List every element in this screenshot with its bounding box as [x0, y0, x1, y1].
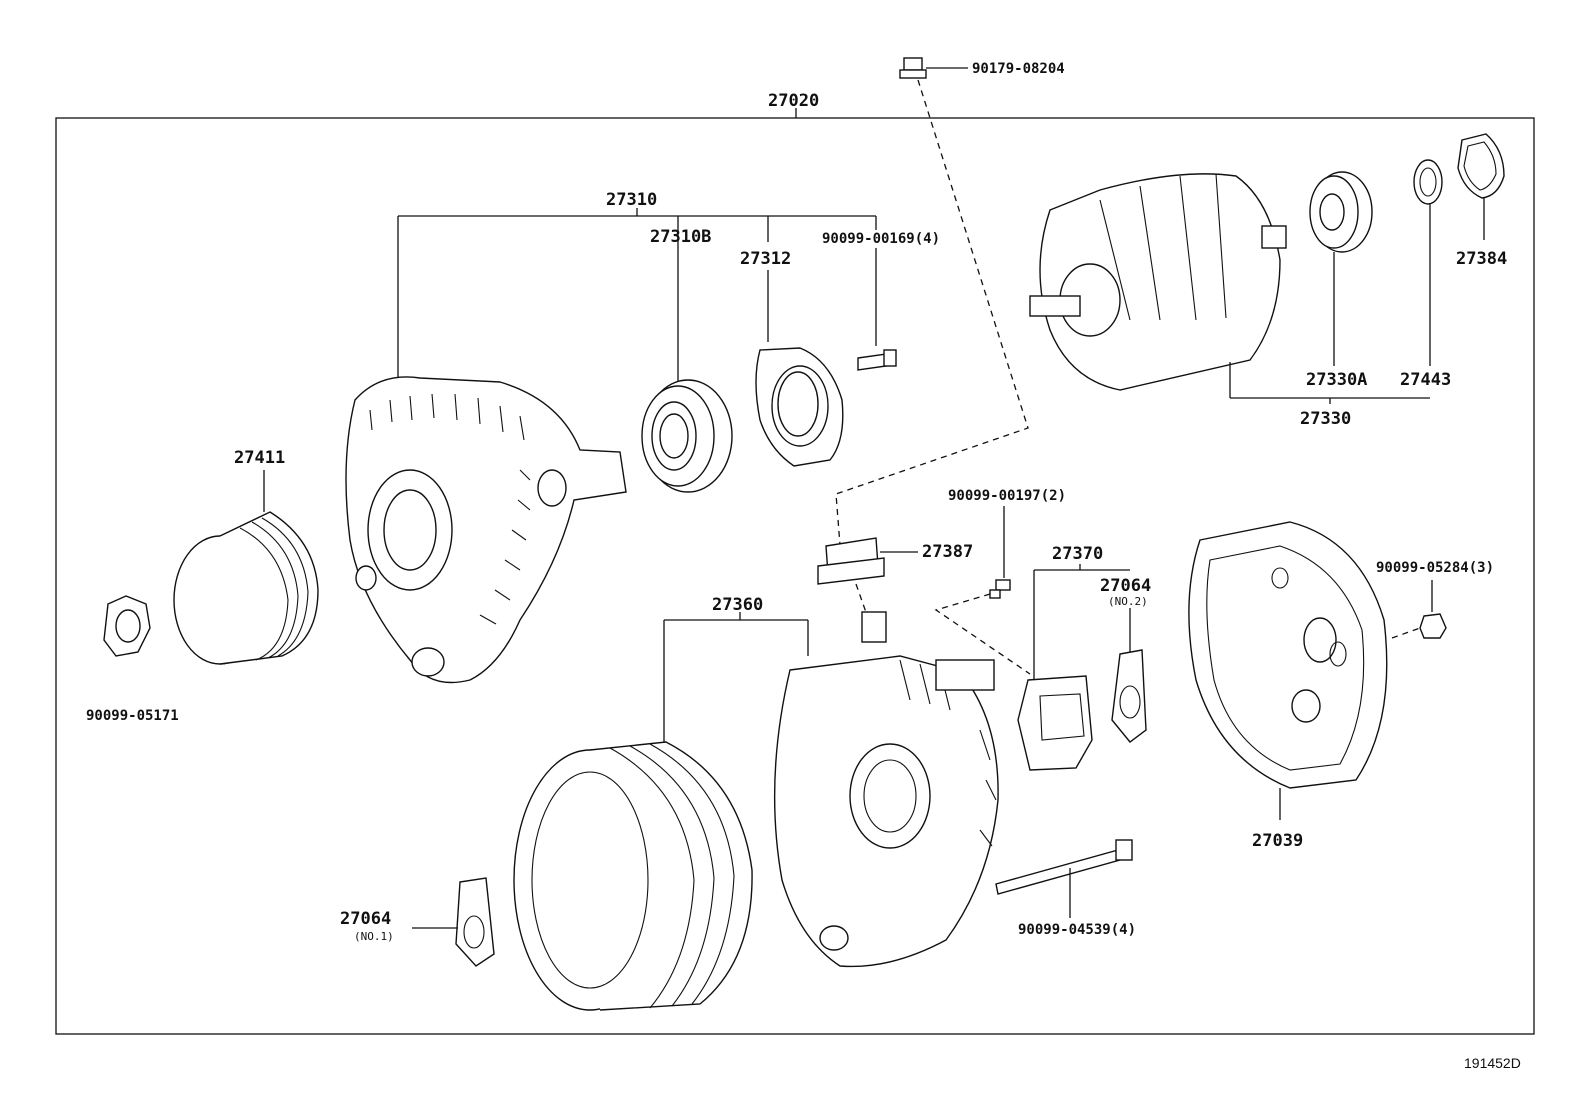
label-27310B[interactable]: 27310B: [650, 227, 711, 247]
part-bearing-27310B[interactable]: [641, 379, 733, 493]
label-27064-no2[interactable]: 27064: [1100, 576, 1151, 596]
part-screw-90099-00197[interactable]: [989, 579, 1011, 599]
part-rotor-27330[interactable]: [1029, 173, 1287, 391]
label-27312[interactable]: 27312: [740, 249, 791, 269]
dashed-guide-brush: [934, 593, 1031, 675]
dashed-guide-top: [835, 79, 1029, 546]
part-ring-27443[interactable]: [1413, 159, 1443, 205]
part-90179-08204-nut[interactable]: [899, 57, 968, 79]
part-retainer-plate-27312[interactable]: [755, 347, 844, 467]
part-bearing-27330A[interactable]: [1309, 171, 1373, 253]
label-27020[interactable]: 27020: [768, 91, 819, 111]
part-plate-27064-no1[interactable]: [455, 877, 495, 967]
part-cover-27384[interactable]: [1457, 133, 1505, 199]
label-27443[interactable]: 27443: [1400, 370, 1451, 390]
part-insulator-27387[interactable]: [817, 537, 885, 585]
part-rear-frame-27360[interactable]: [773, 611, 999, 968]
label-27384[interactable]: 27384: [1456, 249, 1507, 269]
label-27330[interactable]: 27330: [1300, 409, 1351, 429]
part-stator-27360[interactable]: [513, 741, 753, 1011]
reference-code: 191452D: [1464, 1055, 1521, 1071]
label-90099-05284[interactable]: 90099-05284(3): [1376, 560, 1494, 576]
part-rear-cover-27039[interactable]: [1188, 521, 1388, 789]
label-27330A[interactable]: 27330A: [1306, 370, 1367, 390]
label-27039[interactable]: 27039: [1252, 831, 1303, 851]
part-brush-holder-27370[interactable]: [1017, 675, 1093, 771]
part-nut-90099-05284[interactable]: [1419, 613, 1447, 639]
label-27370[interactable]: 27370: [1052, 544, 1103, 564]
label-90099-00197[interactable]: 90099-00197(2): [948, 488, 1066, 504]
part-screw-90099-00169[interactable]: [857, 349, 897, 371]
label-27360[interactable]: 27360: [712, 595, 763, 615]
part-front-housing[interactable]: [345, 376, 627, 684]
part-bolt-90099-04539[interactable]: [995, 839, 1133, 895]
assembly-frame: [55, 117, 1535, 1035]
part-nut-90099-05171[interactable]: [103, 595, 151, 657]
part-plate-27064-no2[interactable]: [1111, 649, 1147, 743]
label-90179-08204[interactable]: 90179-08204: [972, 61, 1065, 77]
part-pulley-27411[interactable]: [173, 511, 319, 665]
label-90099-05171[interactable]: 90099-05171: [86, 708, 179, 724]
label-no1[interactable]: (NO.1): [354, 930, 394, 943]
label-27387[interactable]: 27387: [922, 542, 973, 562]
label-27064-no1[interactable]: 27064: [340, 909, 391, 929]
label-90099-00169[interactable]: 90099-00169(4): [822, 231, 940, 247]
label-27411[interactable]: 27411: [234, 448, 285, 468]
label-90099-04539[interactable]: 90099-04539(4): [1018, 922, 1136, 938]
label-no2[interactable]: (NO.2): [1108, 595, 1148, 608]
label-27310[interactable]: 27310: [606, 190, 657, 210]
